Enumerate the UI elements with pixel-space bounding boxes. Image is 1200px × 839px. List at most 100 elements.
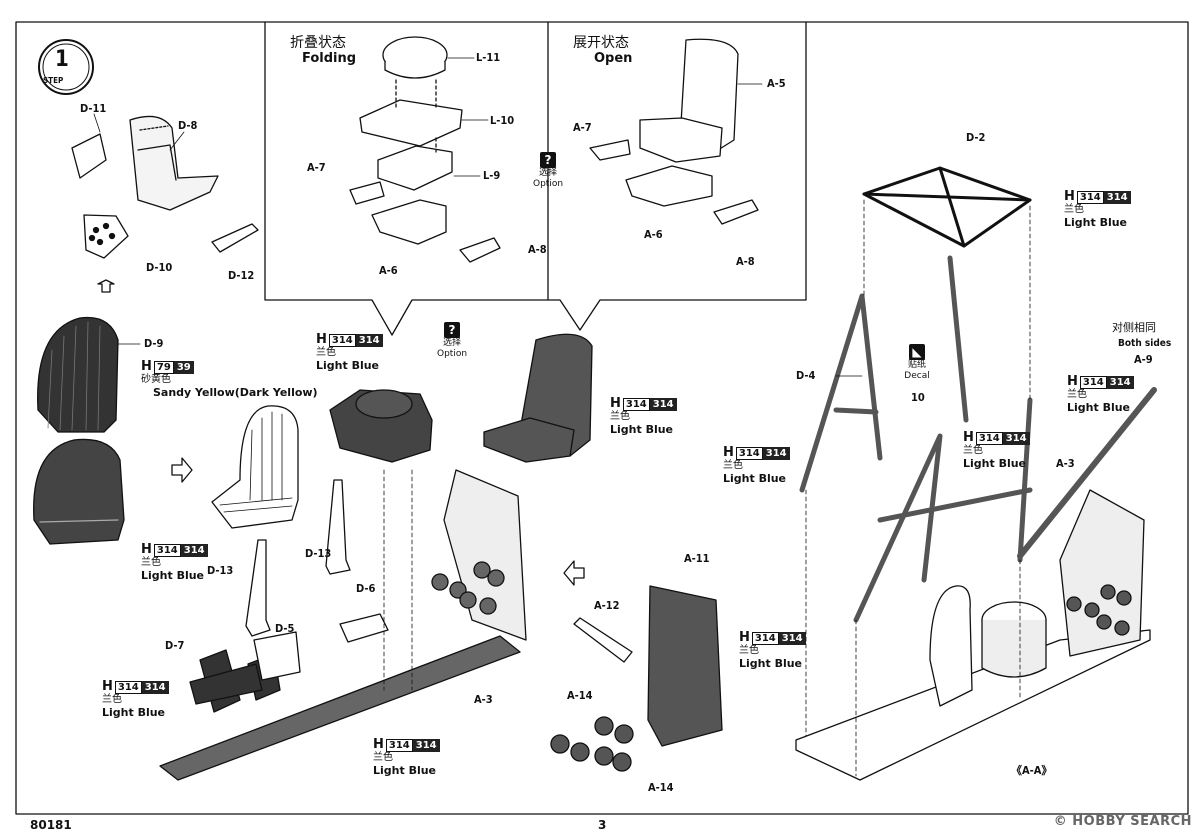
left-arrow xyxy=(563,560,585,586)
paint-code-1: 79 xyxy=(153,360,174,374)
paint-h: H xyxy=(141,359,152,374)
paint-h: H xyxy=(102,679,113,694)
paint-code-1: 314 xyxy=(328,333,356,347)
paint-code-2: 314 xyxy=(180,543,208,557)
part-label: D-2 xyxy=(966,131,986,144)
frame-d4 xyxy=(799,255,969,493)
paint-en: Light Blue xyxy=(102,706,166,719)
folding-title-en: Folding xyxy=(302,51,357,66)
part-d11 xyxy=(71,133,107,179)
paint-cn: 兰色 xyxy=(141,557,161,568)
open-seat xyxy=(589,38,759,225)
paint-h: H xyxy=(739,630,750,645)
pedals xyxy=(431,561,505,615)
paint-en: Light Blue xyxy=(316,359,380,372)
watermark-text: HOBBY SEARCH xyxy=(1072,814,1192,829)
paint-en: Light Blue xyxy=(373,764,437,777)
part-label: A-3 xyxy=(1056,457,1075,470)
paint-h: H xyxy=(141,542,152,557)
paint-h: H xyxy=(1064,189,1075,204)
part-d10-holes xyxy=(88,222,116,246)
paint-code-1: 314 xyxy=(385,738,413,752)
paint-code-1: 314 xyxy=(1079,375,1107,389)
decal-en: Decal xyxy=(904,371,930,381)
seat-d9 xyxy=(37,316,119,433)
paint-code-2: 39 xyxy=(173,360,194,374)
paint-cn: 兰色 xyxy=(739,645,759,656)
paint-h: H xyxy=(610,396,621,411)
part-label: D-13 xyxy=(305,547,332,560)
section-label: 《A-A》 xyxy=(1011,764,1053,777)
option-cn: 选择 xyxy=(538,168,557,178)
seat-lower xyxy=(33,438,125,545)
rudder-pedal-panel xyxy=(443,469,527,641)
parts-a14 xyxy=(550,716,634,772)
paint-cn: 砂黄色 xyxy=(141,374,171,385)
floor-plate-a3 xyxy=(159,635,521,781)
part-a11 xyxy=(647,585,723,747)
option-en: Option xyxy=(533,179,564,189)
paint-code-1: 314 xyxy=(975,431,1003,445)
assembly-guides xyxy=(383,199,1031,777)
assembled-cockpit xyxy=(795,489,1151,781)
decal-icon: ◣ xyxy=(909,344,925,360)
paint-h: H xyxy=(373,737,384,752)
paint-en: Light Blue xyxy=(1064,216,1128,229)
paint-en: Light Blue xyxy=(1067,401,1131,414)
part-label: D-7 xyxy=(165,639,185,652)
assembled-pedals xyxy=(1066,584,1132,636)
option-cn: 选择 xyxy=(442,338,461,348)
question-icon: ? xyxy=(444,322,460,338)
paint-code-2: 314 xyxy=(412,738,440,752)
option-badge-mid: ? 选择 Option xyxy=(437,322,467,360)
part-d10 xyxy=(83,214,129,259)
frame-d2 xyxy=(862,166,1032,248)
part-label: D-12 xyxy=(228,269,255,282)
paint-code-2: 314 xyxy=(762,446,790,460)
part-label: A-12 xyxy=(594,599,620,612)
part-label: L-9 xyxy=(483,169,501,182)
paint-cn: 兰色 xyxy=(723,460,743,471)
page-frame xyxy=(15,21,1189,815)
paint-code-2: 314 xyxy=(1106,375,1134,389)
part-label: A-8 xyxy=(736,255,755,268)
part-label: D-9 xyxy=(144,337,164,350)
open-title-en: Open xyxy=(594,51,633,66)
paint-cn: 兰色 xyxy=(1064,204,1084,215)
paint-en: Light Blue xyxy=(963,457,1027,470)
part-label: D-10 xyxy=(146,261,173,274)
option-cushion xyxy=(329,389,433,463)
step-word: STEP xyxy=(43,76,64,85)
paint-code-1: 314 xyxy=(622,397,650,411)
paint-h: H xyxy=(723,445,734,460)
paint-en: Light Blue xyxy=(610,423,674,436)
part-label: D-13 xyxy=(207,564,234,577)
seat-striped xyxy=(211,405,299,529)
decal-cn: 贴纸 xyxy=(907,360,926,370)
part-label: A-9 xyxy=(1134,353,1153,366)
part-d12 xyxy=(211,223,259,253)
watermark: © HOBBY SEARCH xyxy=(1054,814,1192,829)
part-label: A-14 xyxy=(567,689,593,702)
paint-code-1: 314 xyxy=(735,446,763,460)
seat-shell-d8 xyxy=(129,115,219,211)
part-label: A-6 xyxy=(379,264,398,277)
paint-en: Light Blue xyxy=(141,569,205,582)
paint-code-1: 314 xyxy=(114,680,142,694)
part-label: L-11 xyxy=(476,51,501,64)
option-seat xyxy=(483,333,593,463)
paint-code-2: 314 xyxy=(778,631,806,645)
paint-h: H xyxy=(1067,374,1078,389)
paint-code-2: 314 xyxy=(649,397,677,411)
